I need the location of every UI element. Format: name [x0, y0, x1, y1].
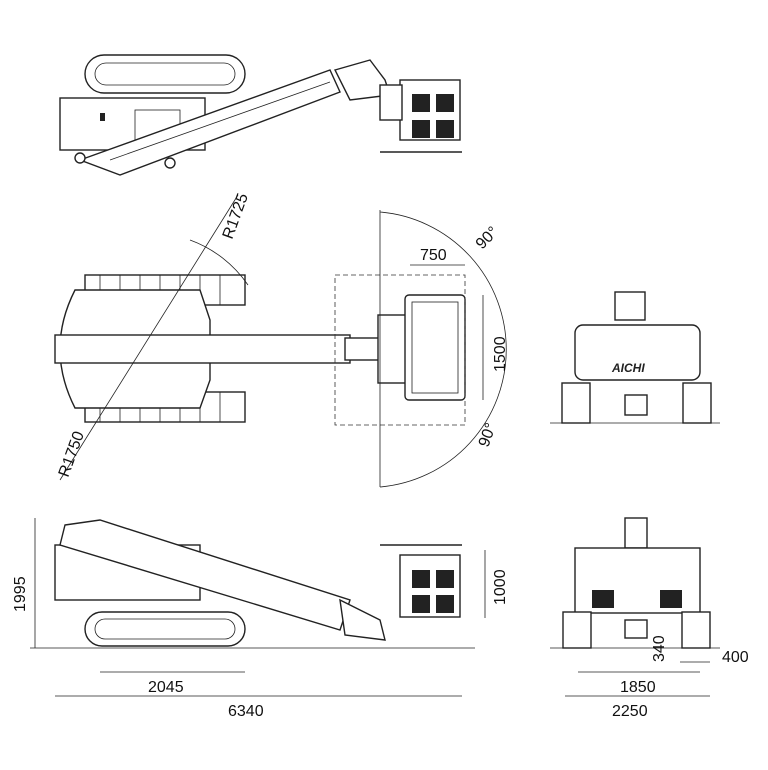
track-width-label: 400	[722, 649, 749, 666]
pivot-pin	[164, 157, 176, 169]
platform-rail-height-label: 1000	[492, 569, 509, 605]
rear-left-track	[561, 382, 591, 424]
rotation-arc	[379, 211, 507, 488]
stowed-track	[84, 611, 246, 647]
boom	[77, 69, 341, 176]
platform-panel	[412, 595, 430, 613]
overall-width-label: 2250	[612, 703, 648, 720]
rear-body	[574, 324, 701, 381]
swing-radius-line	[59, 194, 239, 481]
platform-panel	[436, 120, 454, 138]
boom-edge-line	[109, 81, 331, 161]
rear-center-block	[624, 394, 648, 416]
boom-plan	[54, 334, 351, 364]
rear-left-track	[562, 611, 592, 649]
plan-view	[54, 194, 507, 488]
platform-bracket	[379, 84, 403, 121]
rear-panel	[592, 590, 614, 608]
overall-height-label: 1995	[12, 576, 29, 612]
rear-view-upper: AICHI	[550, 291, 720, 424]
platform-panel	[436, 570, 454, 588]
rotation-angle-top-label: 90°	[473, 224, 502, 253]
ground-clearance-label: 340	[651, 635, 668, 662]
stowed-side-view	[30, 518, 486, 697]
platform-plan	[404, 294, 466, 401]
platform-rotation-envelope	[334, 274, 466, 426]
crawler-track-top	[84, 54, 246, 94]
rear-center-block	[624, 619, 648, 639]
platform-panel	[436, 595, 454, 613]
rear-panel	[660, 590, 682, 608]
track-length-label: 2045	[148, 679, 184, 696]
rotation-angle-bottom-label: 90°	[476, 421, 500, 450]
rear-right-track	[681, 611, 711, 649]
rear-right-track	[682, 382, 712, 424]
swing-radius-front-label: R1750	[56, 429, 88, 479]
overall-length-label: 6340	[228, 703, 264, 720]
platform-panel	[412, 94, 430, 112]
rear-boom-section	[614, 291, 646, 321]
body-latch	[100, 113, 105, 121]
brand-logo: AICHI	[611, 361, 645, 375]
platform-width-label: 750	[420, 247, 447, 264]
rear-boom-section	[624, 517, 648, 549]
pivot-pin	[74, 152, 86, 164]
stowed-boom-head	[339, 598, 386, 641]
platform-panel	[436, 94, 454, 112]
platform-inner-rail	[411, 301, 459, 394]
platform-length-label: 1500	[492, 336, 509, 372]
elevated-side-view	[59, 54, 462, 176]
track-gauge-label: 1850	[620, 679, 656, 696]
platform-panel	[412, 570, 430, 588]
track-inner-outline	[94, 62, 236, 86]
swing-radius-arc	[189, 239, 249, 286]
platform-panel	[412, 120, 430, 138]
rear-view-lower	[550, 517, 720, 697]
track-inner-outline	[94, 618, 236, 640]
